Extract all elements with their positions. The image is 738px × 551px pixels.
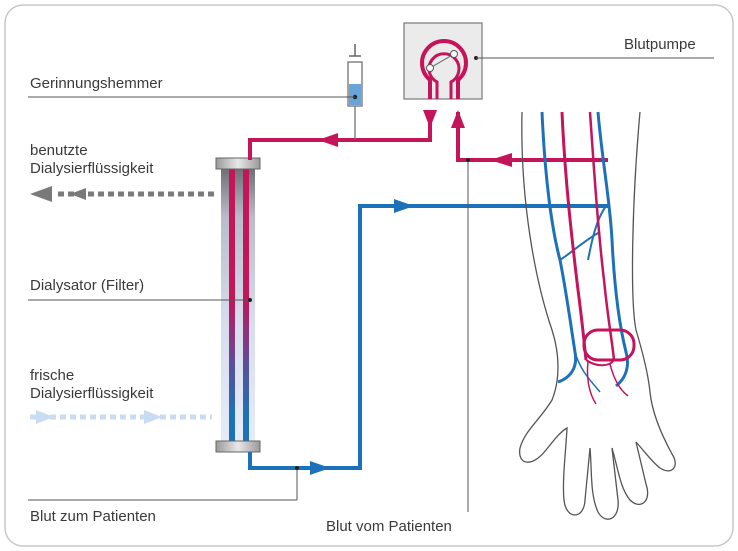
venous-arrows xyxy=(310,199,414,475)
venous-blood-line xyxy=(248,204,608,470)
syringe-icon xyxy=(347,44,363,140)
venous-pointer-dot xyxy=(295,466,299,470)
label-used-fluid-line1: benutzte xyxy=(30,142,88,159)
forearm-hand-illustration xyxy=(519,111,676,520)
blood-pump-icon xyxy=(403,22,483,100)
label-blood-to-patient: Blut zum Patienten xyxy=(30,508,156,525)
leader-lines xyxy=(28,57,714,512)
dialyzer-pointer-dot xyxy=(248,298,252,302)
label-dialyzer: Dialysator (Filter) xyxy=(30,277,145,294)
fresh-fluid-arrow xyxy=(30,410,212,424)
label-fresh-fluid-line1: frische xyxy=(30,367,75,384)
used-fluid-arrow xyxy=(30,186,214,202)
label-blood-from-patient: Blut vom Patienten xyxy=(326,518,452,535)
label-anticoagulant: Gerinnungshemmer xyxy=(30,75,163,92)
label-used-fluid-line2: Dialysierflüssigkeit xyxy=(30,160,154,177)
diagram-frame xyxy=(4,4,734,547)
label-fresh-fluid-line2: Dialysierflüssigkeit xyxy=(30,385,154,402)
arterial-arrows xyxy=(318,110,512,167)
arterial-pointer-dot xyxy=(466,158,470,162)
dialyzer-column xyxy=(215,157,261,453)
label-blood-pump: Blutpumpe xyxy=(624,36,696,53)
